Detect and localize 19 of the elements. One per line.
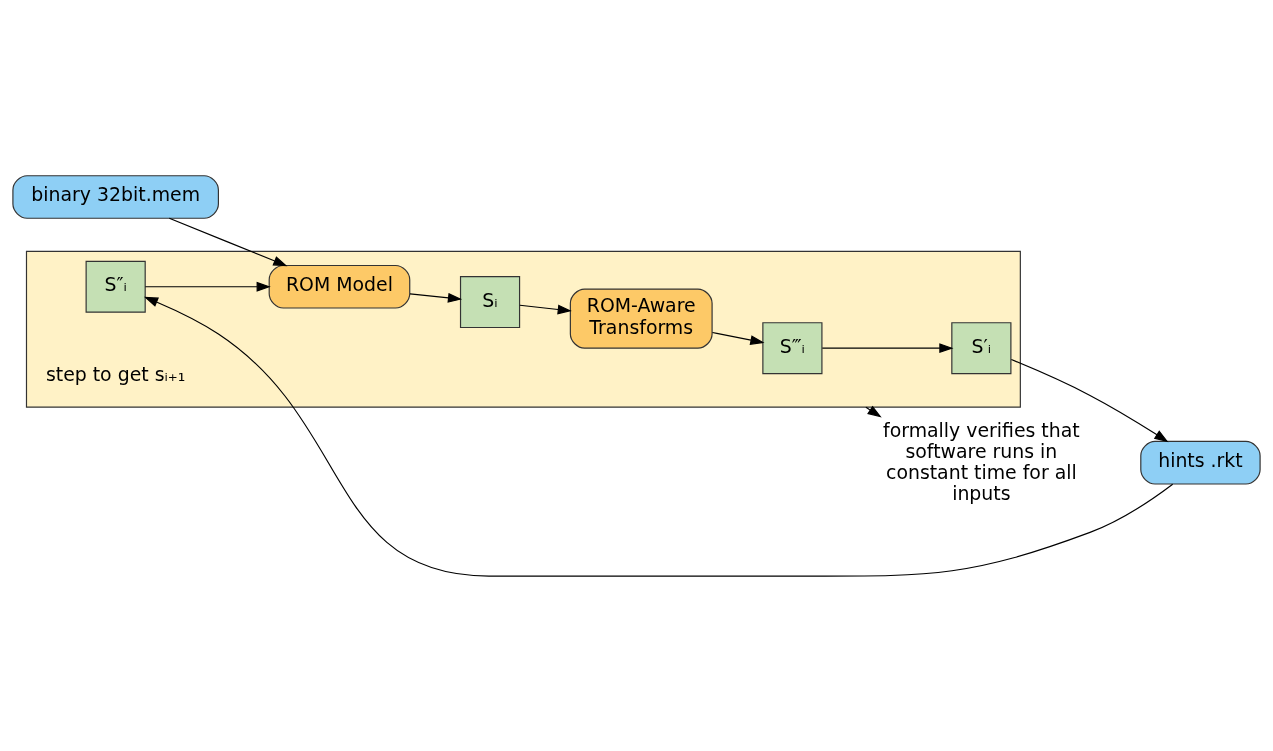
node-box: binary 32bit.mem [12,174,219,219]
arrow [144,281,271,292]
arrow [168,217,288,266]
arrow [409,292,463,303]
label: step to get sᵢ₊₁ [45,362,186,385]
arrow [711,331,765,345]
arrow [1010,358,1169,442]
arrow [519,304,572,314]
node-box: hints .rkt [1140,440,1261,485]
node-box: ROM-Aware Transforms [569,288,713,349]
node-box: S‴ᵢ [762,321,823,374]
node-box: Sᵢ [459,275,521,328]
arrow [821,342,954,353]
arrow [143,296,1174,577]
cluster [25,250,1021,408]
node-box: ROM Model [268,264,411,309]
node-box: S″ᵢ [85,260,146,313]
node-box: S′ᵢ [951,321,1012,374]
node-text: formally verifies that software runs in constant time for all inputs [883,418,1080,504]
